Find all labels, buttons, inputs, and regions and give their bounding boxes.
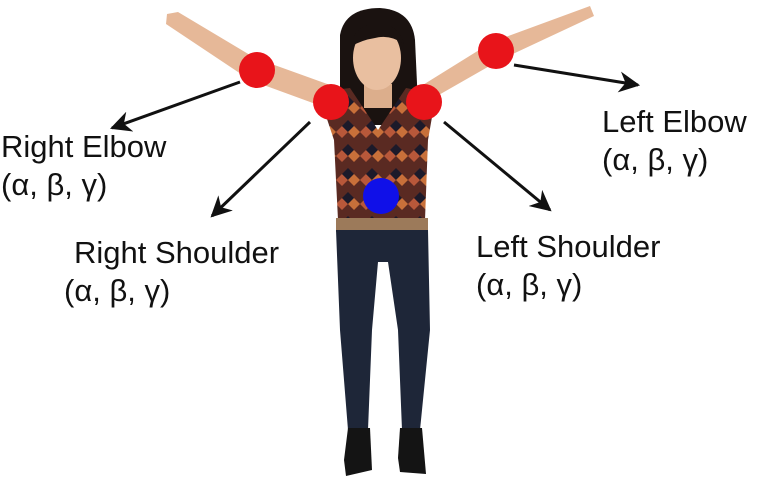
label-params: (α, β, γ): [476, 267, 583, 302]
right-boot: [344, 428, 372, 476]
label-name: Left Elbow: [602, 104, 747, 139]
arrow-left-elbow: [513, 63, 641, 93]
label-params: (α, β, γ): [602, 142, 709, 177]
label-params: (α, β, γ): [1, 167, 108, 202]
belt: [336, 218, 428, 232]
arrow-right-elbow: [110, 80, 241, 132]
face: [353, 26, 401, 90]
jeans: [336, 230, 430, 430]
joint-left-elbow: [478, 33, 514, 69]
label-name: Right Elbow: [1, 129, 167, 164]
arrow-right-shoulder: [210, 120, 312, 218]
label-left-elbow: Left Elbow (α, β, γ): [602, 103, 747, 179]
label-right-elbow: Right Elbow (α, β, γ): [1, 128, 166, 204]
label-left-shoulder: Left Shoulder (α, β, γ): [476, 228, 660, 304]
bangs: [352, 23, 404, 46]
shirt: [318, 88, 436, 220]
joint-right-elbow: [239, 52, 275, 88]
joint-root: [363, 178, 399, 214]
joint-left-shoulder: [406, 84, 442, 120]
left-boot: [398, 428, 426, 474]
joint-right-shoulder: [313, 84, 349, 120]
label-right-shoulder: Right Shoulder (α, β, γ): [64, 234, 280, 310]
arrow-left-shoulder: [443, 120, 552, 212]
label-params: (α, β, γ): [64, 273, 171, 308]
label-name: Right Shoulder: [74, 235, 280, 270]
label-name: Left Shoulder: [476, 229, 661, 264]
